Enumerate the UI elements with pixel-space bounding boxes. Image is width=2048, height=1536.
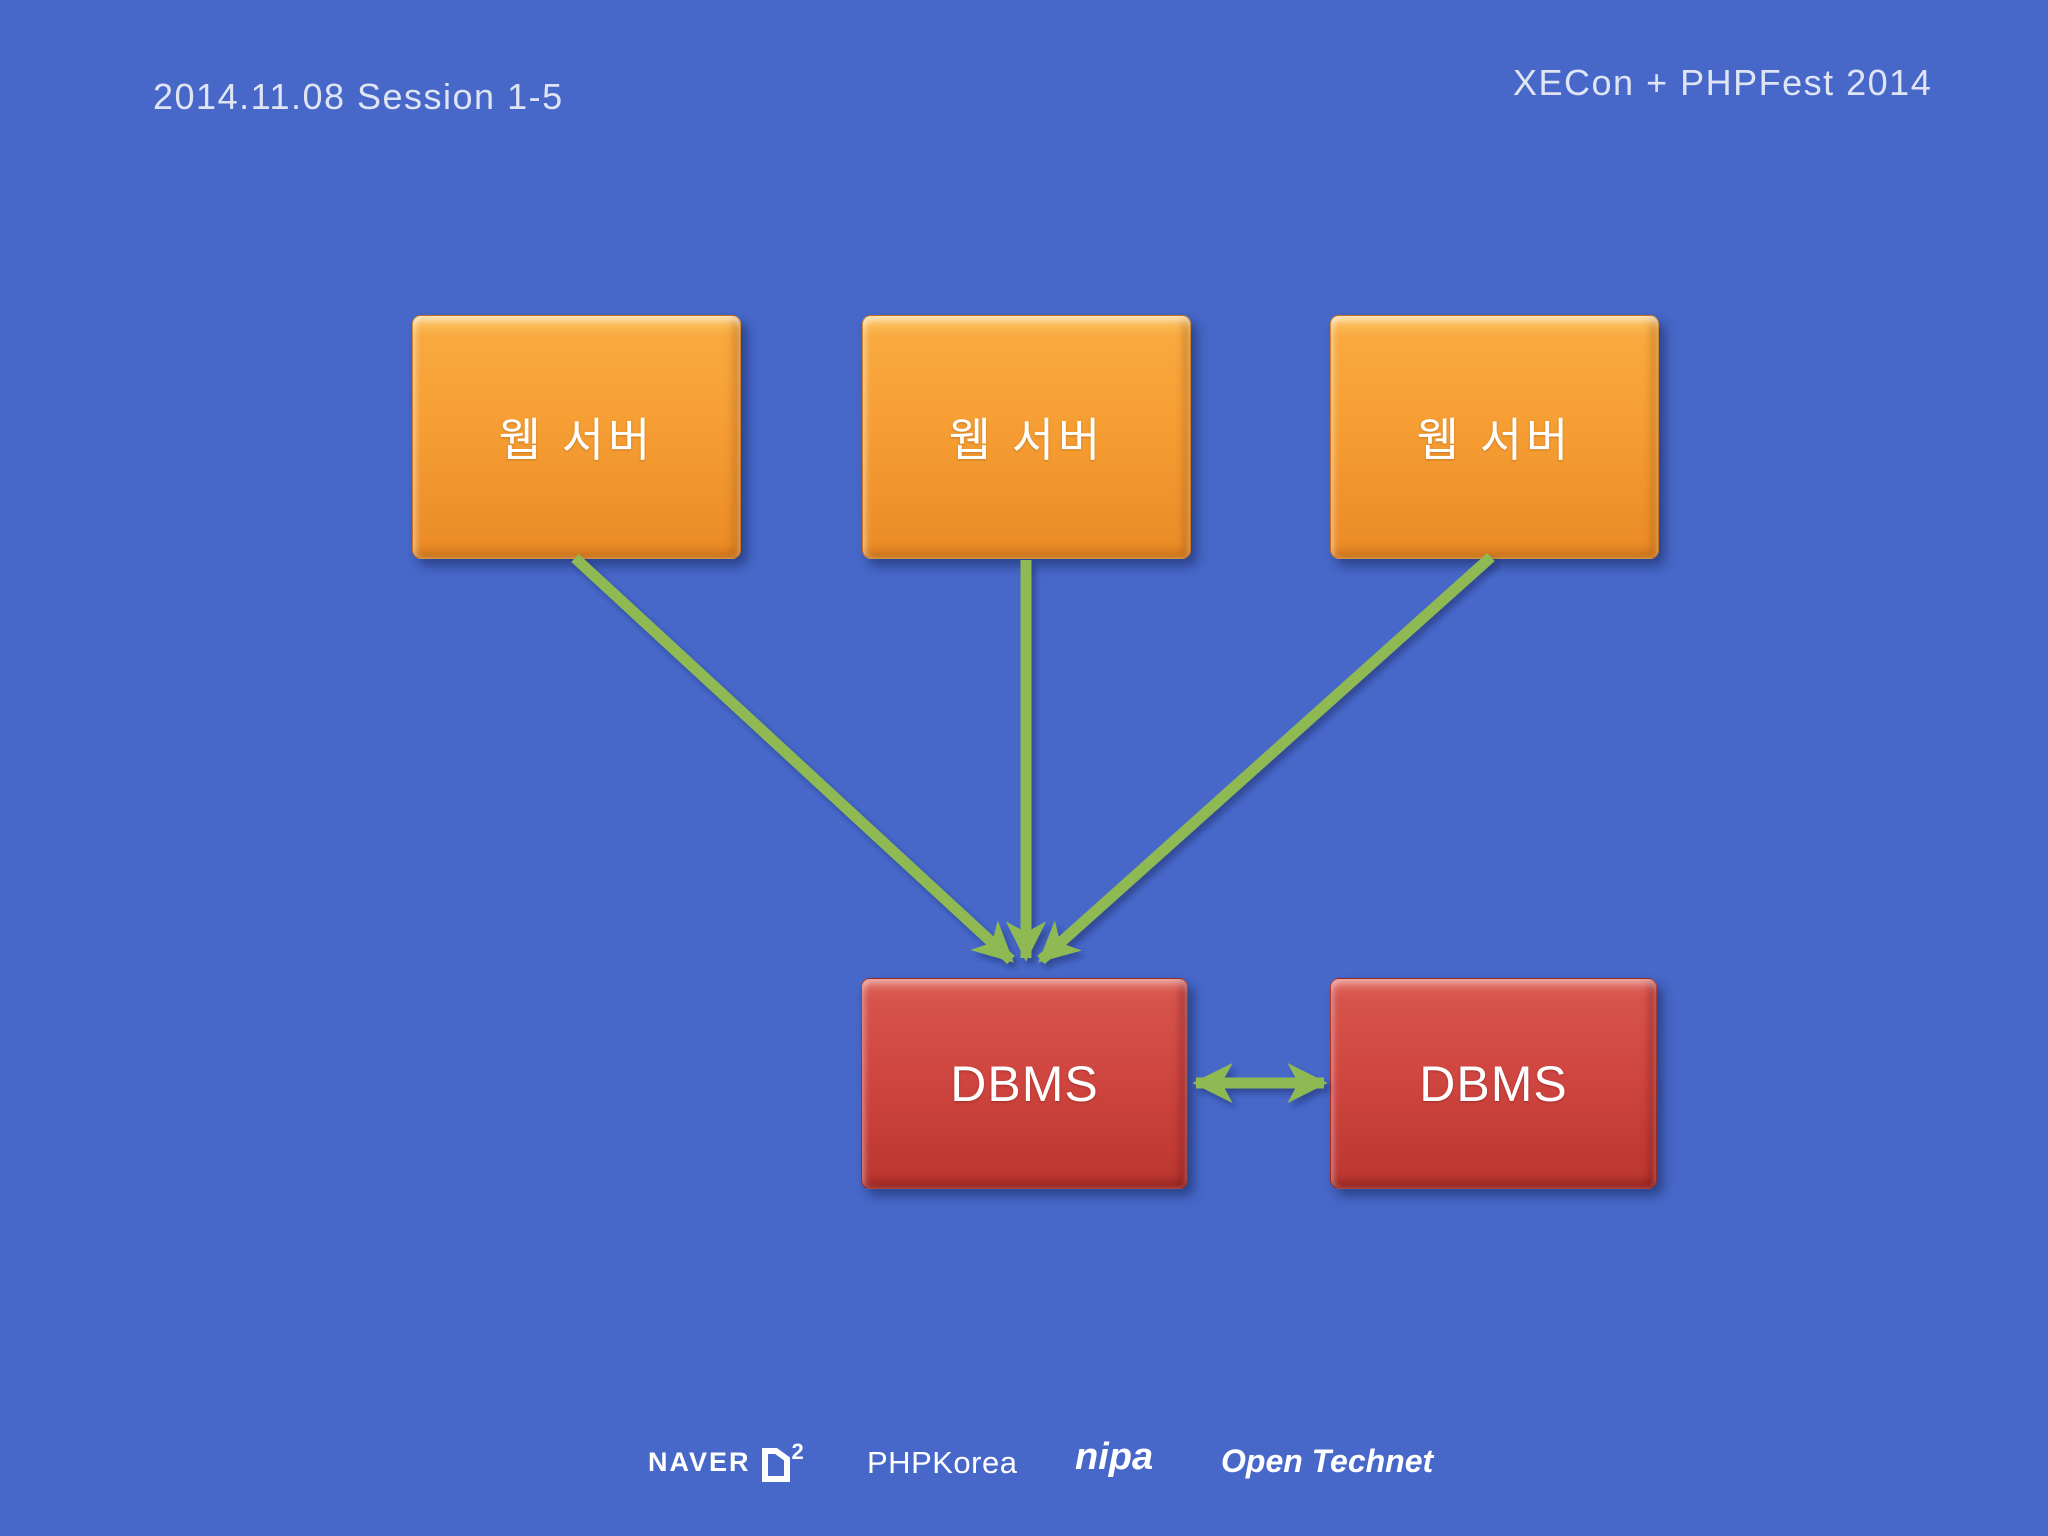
dbms-node-1: DBMS (861, 978, 1188, 1189)
web-server-label: 웹 서버 (1416, 414, 1573, 466)
web-server-node-1: 웹 서버 (412, 315, 741, 559)
naver-logo-text: NAVER (648, 1447, 751, 1477)
dbms-node-2: DBMS (1330, 978, 1657, 1189)
web-server-node-3: 웹 서버 (1330, 315, 1659, 559)
dbms-label: DBMS (1419, 1055, 1568, 1112)
open-technet-logo: Open Technet (1221, 1443, 1434, 1479)
web-server-label: 웹 서버 (948, 414, 1105, 466)
event-title-label: XECon + PHPFest 2014 (1513, 62, 1933, 103)
d-box-icon (761, 1448, 790, 1482)
naver-d2-mark: 2 (761, 1441, 804, 1483)
naver-d2-logo: NAVER 2 (648, 1441, 804, 1483)
web-server-label: 웹 서버 (498, 414, 655, 466)
arrow-web3-to-dbms1 (1037, 552, 1495, 965)
slide-date-session-label: 2014.11.08 Session 1-5 (153, 76, 564, 117)
phpkorea-logo: PHPKorea (867, 1445, 1018, 1480)
nipa-logo: nipa (1075, 1436, 1154, 1478)
naver-d2-superscript: 2 (791, 1439, 804, 1464)
web-server-node-2: 웹 서버 (862, 315, 1191, 559)
arrow-web1-to-dbms1 (571, 553, 1015, 965)
dbms-label: DBMS (950, 1055, 1099, 1112)
